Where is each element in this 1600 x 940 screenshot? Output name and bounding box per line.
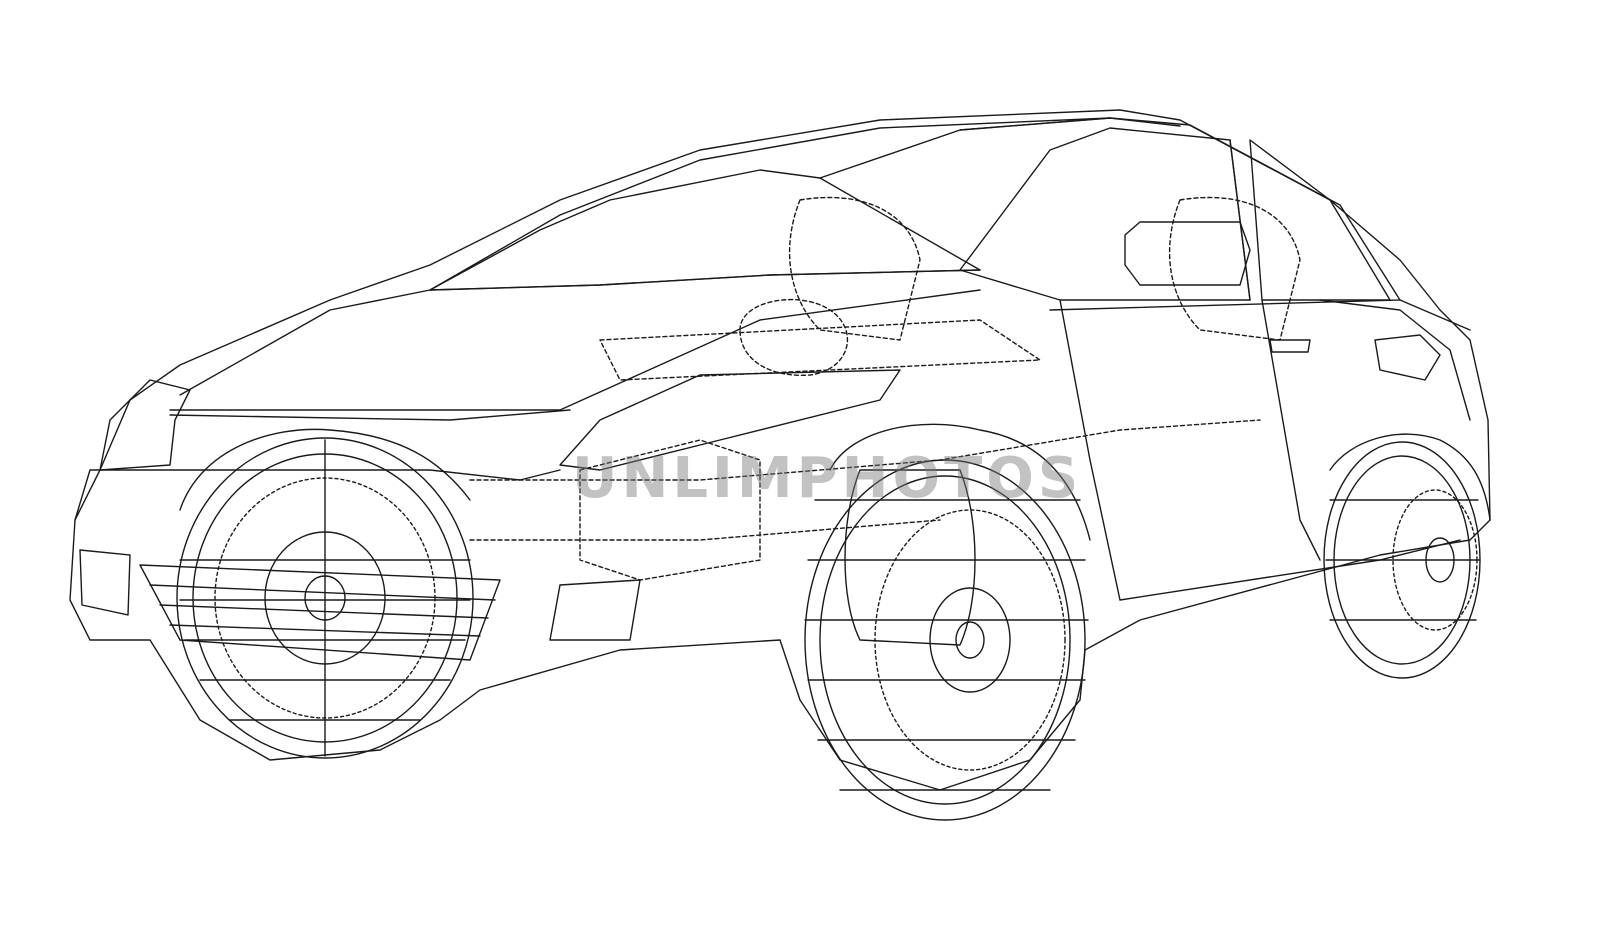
car-body-outline <box>69 109 1491 791</box>
right-fog-light <box>549 579 641 641</box>
lower-grille-bar-1 <box>149 584 496 601</box>
belt-line <box>1049 299 1471 331</box>
steering-wheel <box>739 298 849 377</box>
grille-top <box>169 409 571 421</box>
front-wheel-arch <box>179 428 471 511</box>
front-lower-grille <box>139 564 501 661</box>
dashboard <box>599 319 1041 381</box>
b-pillar <box>1229 139 1251 301</box>
rear-door-line <box>1261 299 1321 561</box>
front-bumper <box>74 469 561 521</box>
interior-frame <box>469 419 1261 541</box>
rear-door-window <box>1249 139 1391 301</box>
rear-light <box>1374 334 1441 381</box>
seat-rear <box>1168 196 1301 341</box>
hood-line <box>179 269 981 396</box>
rear-door-frame <box>1319 299 1471 421</box>
lower-grille-bar-2 <box>159 604 489 619</box>
door-handle <box>1269 339 1311 353</box>
front-door-line <box>1059 299 1121 601</box>
front-wheel <box>176 437 474 759</box>
seat-front <box>788 196 921 341</box>
headlight-left <box>99 379 191 471</box>
rear-wheel-arch <box>829 423 1091 541</box>
door-sill <box>1119 539 1461 601</box>
headlight-right <box>559 369 901 471</box>
rear-far-wheel <box>1323 441 1481 679</box>
rear-far-arch <box>1329 433 1491 521</box>
roof-rail <box>959 117 1401 301</box>
left-fog-light <box>79 549 131 616</box>
engine-block <box>579 439 761 581</box>
front-door-window <box>959 127 1251 301</box>
hood-crease <box>169 289 981 411</box>
rear-near-wheel <box>804 459 1089 821</box>
a-pillar <box>819 117 1111 179</box>
side-mirror <box>1124 221 1251 286</box>
